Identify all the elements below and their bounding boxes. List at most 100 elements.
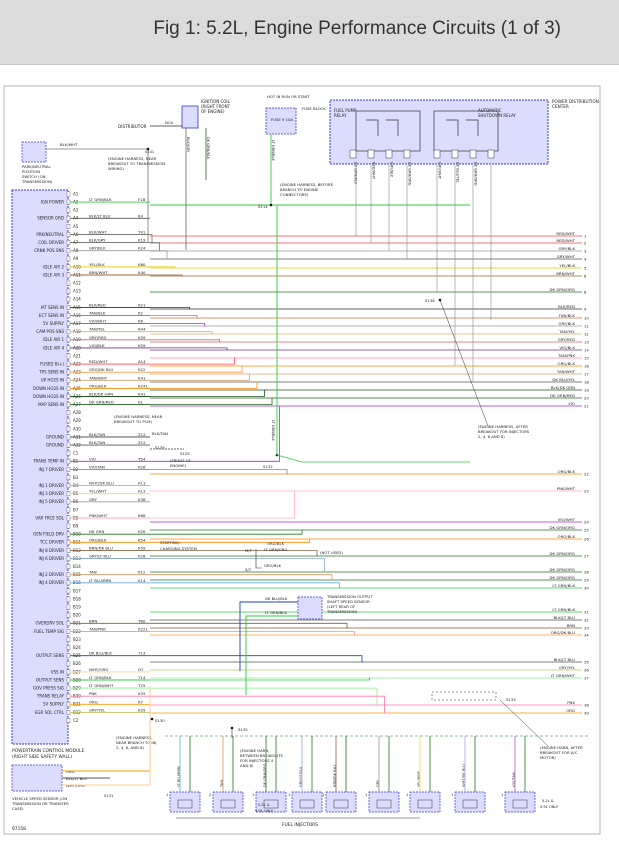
injector-wire-label: YEL/WHT (417, 770, 421, 787)
wire-color-label: ORG (89, 699, 98, 704)
park-neutral-label: PARK/NEUTRAL (22, 164, 51, 169)
pin-number: A28 (73, 410, 81, 415)
wire-color-label: GRY/YEL (89, 707, 106, 712)
pcm-pin-label: OUTPUT SENS (36, 677, 65, 682)
right-wire-label: LT GRN/WHT (551, 673, 576, 678)
pdc-label: CENTER (552, 104, 569, 109)
wire-route (150, 242, 161, 252)
wire-color-label: PNK/WHT (89, 513, 108, 518)
wire-color-label: YEL/WHT (89, 489, 107, 494)
fuel-injector (255, 791, 287, 813)
injector-coil (299, 799, 315, 809)
pin-terminal (66, 377, 71, 383)
fuel-injector (368, 791, 400, 813)
note-label: CONNECTORS) (280, 192, 309, 197)
pcm-pin-label: GROUND (46, 443, 64, 448)
injector-coil (512, 799, 528, 809)
right-wire-label: TAN/WHT (556, 369, 576, 374)
note-label: (ENGINE HARNESS, AFTER (478, 424, 528, 429)
wire-ref-number: 36 (584, 667, 589, 672)
wire-ref-number: 26 (584, 536, 589, 541)
pin-terminal (66, 701, 71, 707)
wire-route (150, 655, 363, 663)
fuel-pump-relay-label: FUEL PUMP (334, 108, 357, 113)
pin-terminal (66, 483, 71, 488)
starting-label: STARTING/ (160, 540, 181, 545)
injector-coil (376, 799, 392, 809)
pin-terminal (66, 305, 71, 310)
wire-ref-number: 14 (584, 347, 589, 352)
pcm-pin-label: FUEL TEMP SIG (34, 629, 64, 634)
vss-wire-1: ORG (66, 769, 75, 774)
wire-color-label: GRY/LT BLU (89, 554, 111, 559)
wire-color-label: BLK/TAN (89, 432, 105, 437)
right-wire-label: ORG (566, 708, 575, 713)
injector-coil (263, 799, 279, 809)
ignition-coil-label: (RIGHT FRONT (201, 104, 231, 109)
pin-terminal (66, 685, 71, 691)
only-label-b: 5.2L & (542, 799, 554, 803)
circuit-id: K59 (138, 343, 146, 348)
pcm-box (11, 189, 69, 745)
vss-wire-2: BLK/LT BLU (66, 776, 87, 781)
splice-s130 (150, 717, 154, 721)
wire-ref-number: 5 (584, 265, 587, 270)
injector-pin: 1 (252, 793, 254, 797)
right-wire-label: PNK (567, 700, 575, 705)
note-label: BREAKOUT FOR A/C (540, 750, 578, 755)
pin-terminal (66, 572, 71, 578)
pcm-pin-label: TRANS RELAY (36, 694, 65, 699)
circuit-id: K38 (138, 497, 146, 502)
asd-relay-label: SHUTDOWN RELAY (478, 113, 516, 118)
pin-terminal (66, 353, 71, 359)
front-engine-label: (FRONT OF (170, 458, 191, 463)
wire-ref-number: 16 (584, 363, 589, 368)
wire-color-label: LT BLU/BRN (89, 578, 111, 583)
only-label-a2: 5.9L ONLY (255, 809, 274, 813)
pin-terminal (66, 564, 71, 570)
pcm-pin-label: 5V SUPPLY (43, 321, 65, 326)
pin-terminal (66, 491, 71, 497)
wire-route (150, 357, 236, 365)
wire-ref-number: 21 (584, 403, 589, 408)
pin-terminal (66, 612, 71, 618)
wire-color-label: VIO/WHT (89, 319, 107, 324)
wire-color-label: RED/WHT (89, 359, 108, 364)
coil-wire-a: BLK/GRY (186, 137, 190, 153)
at-label: A/T (245, 567, 252, 572)
pin-terminal (66, 450, 71, 456)
right-wire-label: PNK/WHT (557, 486, 576, 491)
pdc-terminal (349, 149, 357, 159)
wire-color-label: GRY (89, 497, 97, 502)
wire-color-label: TAN (88, 570, 97, 575)
wire-route (150, 574, 333, 581)
wire-ref-number: 20 (584, 395, 589, 400)
wire-route (150, 695, 386, 714)
circuit-id: K12 (138, 570, 146, 575)
pcm-pin-label: IDLE AIR 2 (43, 264, 64, 269)
pdc-wire-label: DK BLU/YEL (456, 162, 460, 183)
circuit-id: T60 (137, 618, 146, 623)
injector-coil (177, 799, 193, 809)
pcm-pin-label: DOWN HO2S IN (33, 394, 64, 399)
pdc-wire-label: DK GRN/ORG (408, 162, 412, 186)
splice-label: S131 (104, 793, 114, 798)
right-wire-label: BLK/RED (558, 304, 575, 309)
pcm-pin-label: INJ 7 DRIVER (38, 467, 64, 472)
circuit-id: K4 (138, 213, 144, 218)
pcm-pin-label: CRNK POS SNS (34, 248, 64, 253)
wire-route (150, 558, 326, 573)
right-wire-label: BLK/LT BLU (554, 657, 576, 662)
right-wire-label: RED/WHT (556, 231, 575, 236)
fuse-block-box (265, 107, 297, 135)
injector-coil (333, 799, 349, 809)
vss-box (11, 764, 63, 792)
wire-route (150, 468, 288, 475)
pcm-pin-label: FUSED B(+) (40, 362, 64, 367)
wire-route (150, 306, 191, 310)
pcm-pin-label: CAM POS SNS (36, 329, 64, 334)
circuit-id: K39 (138, 335, 146, 340)
pin-terminal (66, 531, 71, 537)
pin-terminal (66, 248, 71, 254)
